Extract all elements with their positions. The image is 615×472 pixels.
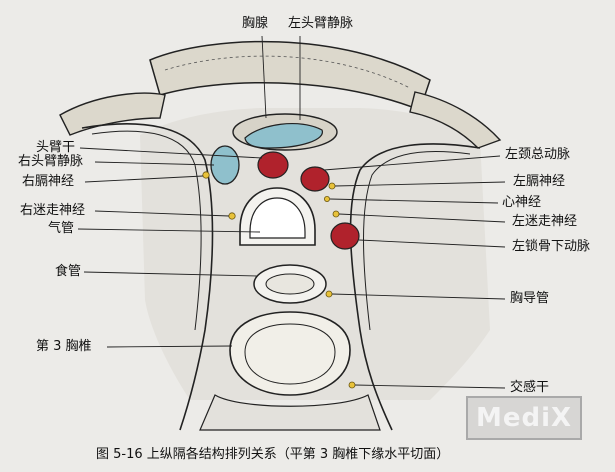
label-left-subclavian-artery: 左锁骨下动脉 — [512, 239, 591, 254]
watermark-logo: MediX — [466, 396, 582, 440]
right-brachiocephalic-vein-shape — [210, 145, 240, 185]
leader-lines — [77, 35, 506, 389]
label-third-thoracic-vertebra: 第 3 胸椎 — [36, 339, 92, 354]
left-subclavian-shape — [330, 222, 360, 250]
thoracic-duct-dot — [325, 290, 333, 298]
right-costal-cartilage — [409, 91, 502, 149]
cardiac-nerve-dot — [323, 195, 330, 202]
right-phrenic-dot — [202, 171, 210, 179]
label-sympathetic-trunk: 交感干 — [510, 380, 550, 395]
label-left-vagus-nerve: 左迷走神经 — [512, 214, 578, 229]
label-thymus: 胸腺 — [242, 16, 269, 31]
left-costal-cartilage — [59, 92, 166, 136]
label-cardiac-nerve: 心神经 — [502, 195, 542, 210]
label-trachea: 气管 — [48, 221, 75, 236]
left-brachiocephalic-vein-shape — [244, 123, 323, 149]
vertebra-shape — [229, 311, 351, 396]
label-esophagus: 食管 — [55, 264, 82, 279]
label-brachiocephalic-trunk: 头臂干 — [36, 140, 76, 155]
label-left-phrenic-nerve: 左膈神经 — [513, 174, 566, 189]
right-pleura — [81, 123, 214, 431]
sternum — [149, 40, 431, 111]
label-right-vagus-nerve: 右迷走神经 — [20, 203, 86, 218]
sympathetic-trunk-dot — [348, 381, 356, 389]
left-common-carotid-shape — [300, 166, 330, 192]
label-left-common-carotid: 左颈总动脉 — [505, 147, 571, 162]
label-left-brachiocephalic-vein: 左头臂静脉 — [288, 16, 354, 31]
label-right-brachiocephalic-vein: 右头臂静脉 — [18, 154, 84, 169]
label-thoracic-duct: 胸导管 — [510, 291, 550, 306]
right-vagus-dot — [228, 212, 236, 220]
figure-caption: 图 5-16 上纵隔各结构排列关系（平第 3 胸椎下缘水平切面） — [96, 447, 450, 462]
left-vagus-dot — [332, 210, 340, 218]
brachiocephalic-trunk-shape — [257, 151, 289, 179]
label-right-phrenic-nerve: 右膈神经 — [22, 174, 75, 189]
left-phrenic-dot — [328, 182, 336, 190]
